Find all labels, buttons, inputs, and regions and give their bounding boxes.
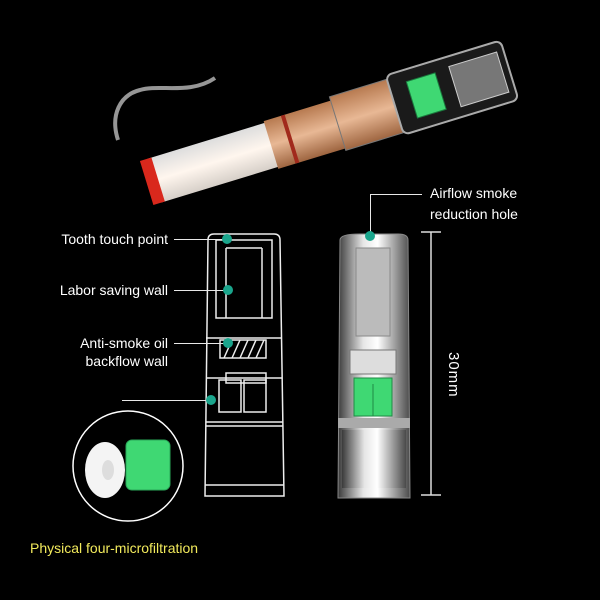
caption-microfiltration: Physical four-microfiltration xyxy=(30,540,199,556)
dimension-line xyxy=(421,231,441,496)
dimension-label: 30mm xyxy=(445,352,462,398)
label-anti-smoke-line1: Anti-smoke oil xyxy=(80,335,168,351)
callout-line-airflow-h xyxy=(370,194,422,195)
cigarette-with-holder xyxy=(139,40,519,206)
callout-line-filter xyxy=(122,400,210,401)
label-labor-saving-wall: Labor saving wall xyxy=(59,282,168,298)
callout-dot-tooth xyxy=(222,234,232,244)
callout-dot-filter xyxy=(206,395,216,405)
label-tooth-touch-point: Tooth touch point xyxy=(61,231,168,247)
callout-dot-anti-smoke xyxy=(223,338,233,348)
holder-line-drawing xyxy=(204,233,285,497)
smoke-wisp xyxy=(113,76,217,141)
callout-line-airflow-v xyxy=(370,194,371,234)
callout-line-labor xyxy=(174,290,224,291)
callout-dot-labor xyxy=(223,285,233,295)
callout-line-anti-smoke xyxy=(174,343,226,344)
holder-3d-render xyxy=(337,233,411,499)
label-airflow-line1: Airflow smoke xyxy=(430,185,518,201)
callout-line-tooth xyxy=(174,239,224,240)
callout-dot-airflow xyxy=(365,231,375,241)
label-anti-smoke-line2: backflow wall xyxy=(85,353,168,369)
filter-parts-circle xyxy=(72,410,184,522)
label-airflow-line2: reduction hole xyxy=(430,206,518,222)
